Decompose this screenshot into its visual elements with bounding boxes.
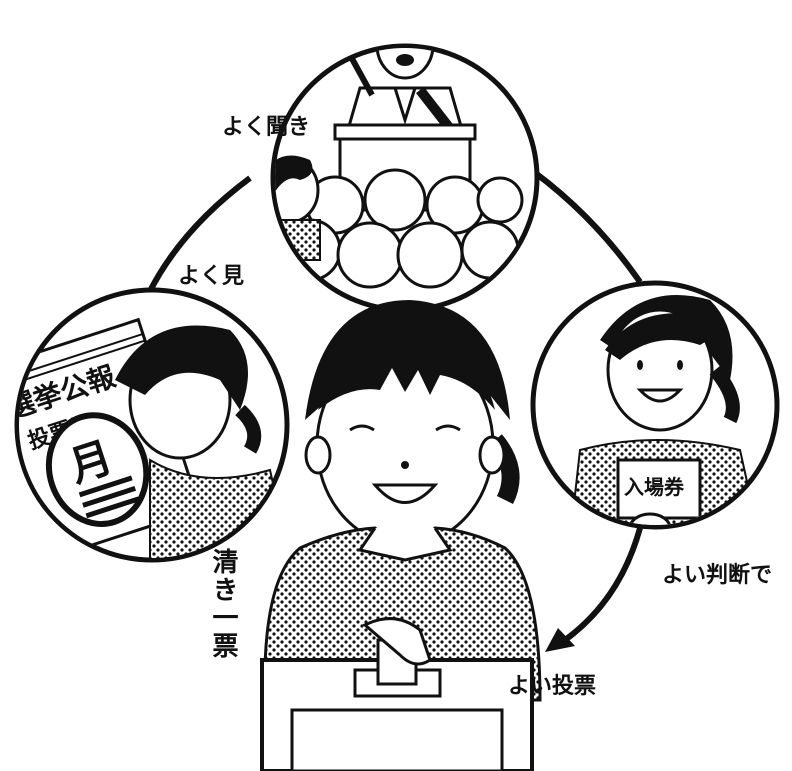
magnifier-icon: 月 xyxy=(45,412,150,527)
judgment-scene: 入場券 xyxy=(530,280,780,530)
arrowhead-icon xyxy=(545,628,575,652)
reading-woman xyxy=(115,325,285,558)
bulletin-scene: 選挙公報 投票日 月 xyxy=(14,287,290,563)
speech-scene xyxy=(270,43,540,313)
label-good-judgment: よい判断で xyxy=(662,563,773,588)
arc-top-left xyxy=(145,175,252,297)
admission-ticket: 入場券 xyxy=(616,458,702,525)
ballot-box xyxy=(260,617,534,771)
label-clean-vote: 清き一票 xyxy=(208,548,238,660)
voter-woman xyxy=(263,300,542,702)
ticket-text: 入場券 xyxy=(624,475,685,499)
label-listen-well: よく聞き xyxy=(222,115,311,140)
arrow-to-ballot-box xyxy=(563,527,643,643)
label-good-vote: よい投票 xyxy=(508,674,597,699)
label-look-well: よく見 xyxy=(178,264,245,289)
